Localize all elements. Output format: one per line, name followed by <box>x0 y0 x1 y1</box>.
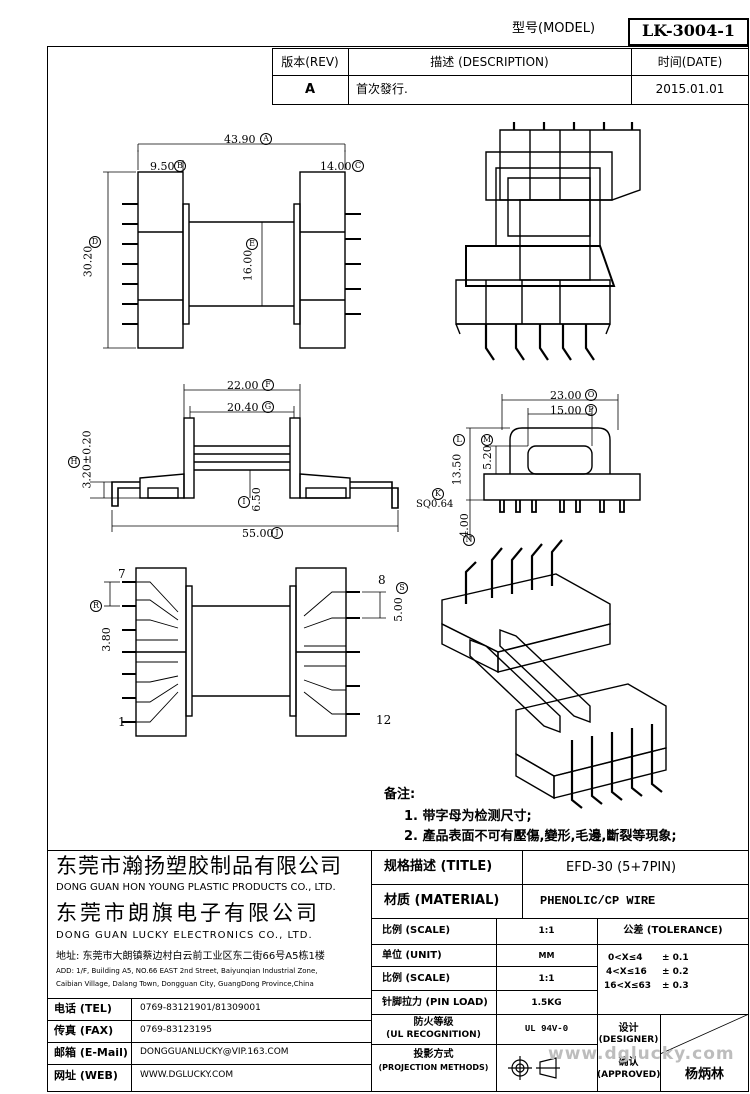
note-item-2: 2. 產品表面不可有壓傷,變形,毛邊,斷裂等現象; <box>404 829 677 844</box>
spec-unit-value: MM <box>538 951 555 960</box>
model-label: 型号(MODEL) <box>512 21 596 36</box>
spec-projection-label-en: (PROJECTION METHODS) <box>378 1063 489 1072</box>
dim-marker-n: N <box>463 534 475 546</box>
designer-label-en: (DESIGNER) <box>598 1035 659 1045</box>
title-block <box>47 850 749 1092</box>
address-en-1: ADD: 1/F, Building A5, NO.66 EAST 2nd St… <box>56 967 318 975</box>
spec-scale-value-2: 1:1 <box>538 974 555 984</box>
dim-14-00: 14.00 <box>320 160 352 173</box>
dim-sq0-64: SQ0.64 <box>416 499 454 510</box>
dim-marker-h: H <box>68 456 80 468</box>
dim-23-00: 23.00 <box>550 389 582 402</box>
date-header: 时间(DATE) <box>657 55 723 69</box>
rev-header: 版本(REV) <box>281 55 339 69</box>
approved-label-en: (APPROVED) <box>597 1070 661 1080</box>
dim-9-50: 9.50 <box>150 160 175 173</box>
dim-marker-p: P <box>585 404 597 416</box>
dim-marker-e: E <box>246 238 258 250</box>
contact-web-value[interactable]: WWW.DGLUCKY.COM <box>140 1070 234 1080</box>
dim-43-90: 43.90 <box>224 133 256 146</box>
spec-scale-value-1: 1:1 <box>538 926 555 936</box>
contact-email-value[interactable]: DONGGUANLUCKY@VIP.163.COM <box>140 1047 289 1057</box>
desc-header: 描述 (DESCRIPTION) <box>430 55 549 69</box>
dim-marker-j: J <box>271 527 283 539</box>
spec-ul-label-en: (UL RECOGNITION) <box>386 1030 481 1040</box>
spec-material-label: 材质 (MATERIAL) <box>384 893 500 908</box>
address-en-2: Caibian Village, Dalang Town, Dongguan C… <box>56 980 314 988</box>
rev-value: A <box>304 82 316 97</box>
dim-20-40: 20.40 <box>227 401 259 414</box>
spec-ul-label: 防火等级 <box>413 1017 454 1028</box>
dim-marker-o: O <box>585 389 597 401</box>
pin-label-7: 7 <box>118 567 126 581</box>
company-name-2-en: DONG GUAN LUCKY ELECTRONICS CO., LTD. <box>56 930 313 941</box>
contact-tel-label: 电话 (TEL) <box>54 1002 112 1015</box>
dim-marker-a: A <box>260 133 272 145</box>
dim-marker-l: L <box>453 434 465 446</box>
dim-marker-c: C <box>352 160 364 172</box>
dim-marker-d: D <box>89 236 101 248</box>
address-cn: 地址: 东莞市大朗镇蔡边村白云前工业区东二街66号A5栋1楼 <box>56 951 325 962</box>
tolerance-range-2: 4<X≤16 <box>606 967 647 977</box>
dim-marker-r: R <box>90 600 102 612</box>
company-name-1: 东莞市瀚扬塑胶制品有限公司 <box>56 854 342 878</box>
dim-marker-b: B <box>174 160 186 172</box>
dim-marker-f: F <box>262 379 274 391</box>
dim-marker-i: I <box>238 496 250 508</box>
company-name-2: 东莞市朗旗电子有限公司 <box>56 901 320 925</box>
spec-material-value: PHENOLIC/CP WIRE <box>540 894 656 908</box>
contact-tel-value: 0769-83121901/81309001 <box>140 1003 261 1013</box>
contact-fax-value: 0769-83123195 <box>140 1025 212 1035</box>
spec-projection-label: 投影方式 <box>413 1049 454 1060</box>
tolerance-range-1: 0<X≤4 <box>608 953 643 963</box>
dim-marker-m: M <box>481 434 493 446</box>
dim-marker-s: S <box>396 582 408 594</box>
dim-15-00: 15.00 <box>550 404 582 417</box>
spec-scale-label-2: 比例 (SCALE) <box>382 973 451 984</box>
model-number-box <box>628 18 749 46</box>
contact-email-label: 邮箱 (E-Mail) <box>54 1046 128 1059</box>
approved-label: 确认 <box>618 1057 639 1068</box>
spec-scale-label-1: 比例 (SCALE) <box>382 925 451 936</box>
spec-title-value: EFD-30 (5+7PIN) <box>566 860 677 875</box>
dim-marker-g: G <box>262 401 274 413</box>
spec-ul-value: UL 94V-0 <box>524 1024 569 1034</box>
tolerance-title: 公差 (TOLERANCE) <box>623 925 723 936</box>
tolerance-range-3: 16<X≤63 <box>604 981 652 991</box>
company-name-1-en: DONG GUAN HON YOUNG PLASTIC PRODUCTS CO.… <box>56 882 336 893</box>
dim-22-00: 22.00 <box>227 379 259 392</box>
pin-label-8: 8 <box>378 573 386 587</box>
approver-name: 杨炳林 <box>684 1067 724 1082</box>
note-item-1: 1. 带字母为检测尺寸; <box>404 809 532 824</box>
desc-value: 首次發行. <box>356 82 408 96</box>
spec-pin-load-label: 针脚拉力 (PIN LOAD) <box>382 997 488 1008</box>
model-number: LK-3004-1 <box>642 21 735 40</box>
pin-label-1: 1 <box>118 715 126 729</box>
notes-title: 备注: <box>384 787 416 802</box>
contact-fax-label: 传真 (FAX) <box>54 1024 114 1037</box>
spec-pin-load-value: 1.5KG <box>531 998 562 1008</box>
tolerance-value-2: ± 0.2 <box>662 967 689 977</box>
dim-55-00: 55.00 <box>242 527 274 540</box>
pin-label-12: 12 <box>376 713 392 727</box>
watermark: www.dglucky.com <box>548 1044 735 1064</box>
tolerance-value-3: ± 0.3 <box>662 981 689 991</box>
spec-title-label: 规格描述 (TITLE) <box>384 859 493 874</box>
designer-label: 设计 <box>618 1023 639 1034</box>
tolerance-value-1: ± 0.1 <box>662 953 689 963</box>
spec-unit-label: 单位 (UNIT) <box>382 950 442 961</box>
date-value: 2015.01.01 <box>655 82 725 96</box>
dim-marker-k: K <box>432 488 444 500</box>
contact-web-label: 网址 (WEB) <box>54 1069 118 1082</box>
revision-table <box>272 48 749 105</box>
